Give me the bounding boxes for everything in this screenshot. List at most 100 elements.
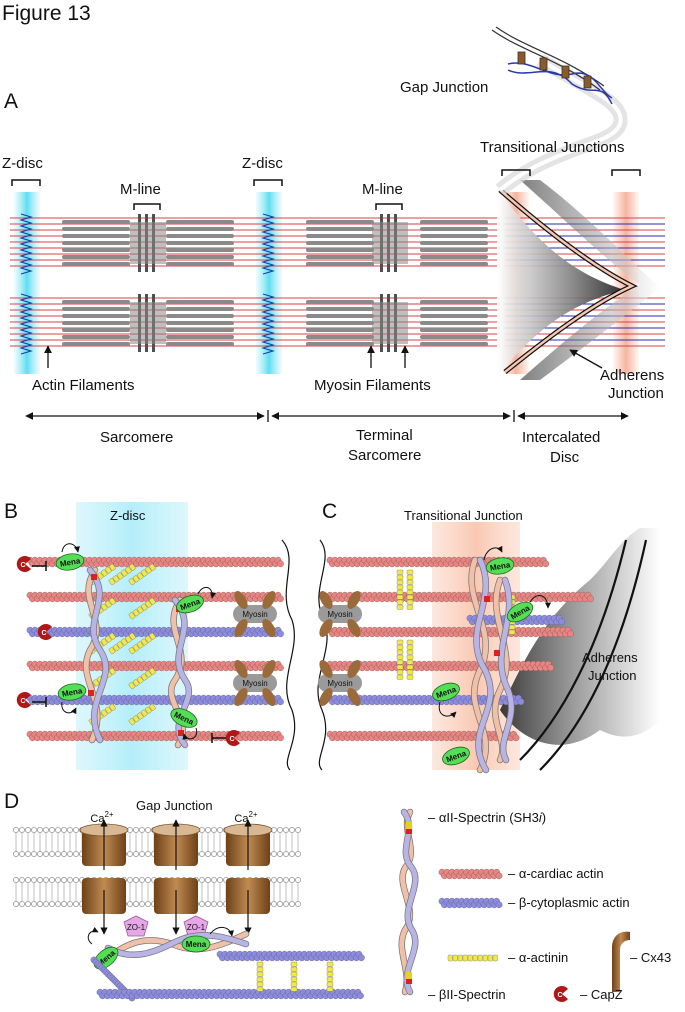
zo1-protein [123,915,149,937]
lipid-head [43,901,49,907]
cardiac-actin-bead [277,560,284,568]
lipid-head [271,877,277,883]
lipid-head [73,877,79,883]
lipid-head [67,877,73,883]
myosin-thick-filament [306,321,374,325]
alpha-actinin [112,575,120,583]
legend-sh3i-mark [406,972,412,979]
adherens-label-a1: Adherens [600,367,664,384]
lipid-head [61,877,67,883]
lipid-head [139,901,145,907]
alpha-actinin [145,706,152,714]
lipid-head [25,877,31,883]
lipid-head [217,901,223,907]
mena-protein: Mena [170,708,198,728]
myosin-thick-filament [420,220,488,224]
legend-alpha-actinin-sample [482,954,488,962]
alpha-actinin [149,632,156,640]
mena-body [485,557,515,575]
alpha-actinin [112,644,120,652]
legend-alpha-actinin-sample [487,954,493,962]
lipid-head [217,851,223,857]
alpha-actinin [396,654,404,660]
alpha-actinin [508,624,516,630]
alpha-actinin [120,638,128,646]
alpha-actinin [396,594,404,600]
lipid-head [289,877,295,883]
capz-icon [16,692,31,708]
mena-protein: Mena [506,601,534,623]
panel-c-adherens-2: Junction [588,668,636,683]
myosin-head [319,687,333,707]
alpha-actinin [132,609,140,617]
lipid-head [127,877,133,883]
myosin-thick-filament [166,321,234,325]
lipid-head [61,901,67,907]
alpha-actinin [105,600,112,608]
alpha-actinin [128,612,136,620]
lipid-head [31,827,37,833]
lipid-head [13,901,19,907]
curved-arrow [529,594,551,609]
lipid-head [37,901,43,907]
alpha-actinin [140,569,148,577]
alpha-actinin [100,603,108,611]
zo1-protein [183,915,209,937]
lipid-head [49,851,55,857]
lipid-head [49,827,55,833]
myosin-head [319,618,333,638]
myosin-label: Myosin [327,610,352,619]
intercalated-label-2: Disc [550,449,580,466]
alpha-actinin [406,594,414,600]
mena-protein: Mena [432,682,460,702]
alpha-actinin [290,966,298,972]
myosin-thick-filament [62,220,130,224]
lipid-head [139,851,145,857]
alpha-actinin [406,569,414,575]
myosin-thick-filament [62,241,130,245]
alpha-actinin [396,579,404,585]
lipid-head [271,851,277,857]
myosin-thick-filament [420,262,488,266]
alpha-actinin [396,669,404,675]
myosin-thick-filament [306,227,374,231]
myosin-thick-filament [166,262,234,266]
alpha-actinin [396,599,404,605]
lipid-head [55,827,61,833]
myosin-thick-filament [306,300,374,304]
myosin-thick-filament [420,227,488,231]
alpha-actinin [396,604,404,610]
alpha-actinin [406,584,414,590]
legend-alpha-actinin-sample [492,954,498,962]
lipid-head [205,901,211,907]
myosin-label: Myosin [242,610,267,619]
myosin-head [234,687,248,707]
legend-sh3i-mark [406,979,412,984]
alpha-actinin-group [108,632,136,655]
alpha-actinin-group [128,597,156,620]
myosin-thick-filament [420,321,488,325]
lipid-head [61,827,67,833]
legend-capz: – CapZ [580,987,623,1002]
lipid-head [55,851,61,857]
myosin-thick-filament [420,328,488,332]
curved-arrow [61,701,77,715]
cyto-actin-bead [277,630,284,638]
myosin-thick-filament [166,241,234,245]
lipid-head [13,827,19,833]
legend-alpha-actinin: – α-actinin [508,950,568,965]
capz-icon [16,556,31,572]
legend-alpha-actinin-sample [447,954,453,962]
capz-letter: C [20,562,25,569]
lipid-head [199,851,205,857]
sarcomere-label: Sarcomere [100,429,173,446]
myosin-thick-filament [62,262,130,266]
adherens-shade [500,528,660,745]
membrane-line [539,539,648,771]
alpha-actinin [256,961,264,967]
myosin-thick-filament [62,227,130,231]
alpha-actinin [396,649,404,655]
alpha-actinin [105,635,112,643]
alpha-actinin [140,603,148,611]
